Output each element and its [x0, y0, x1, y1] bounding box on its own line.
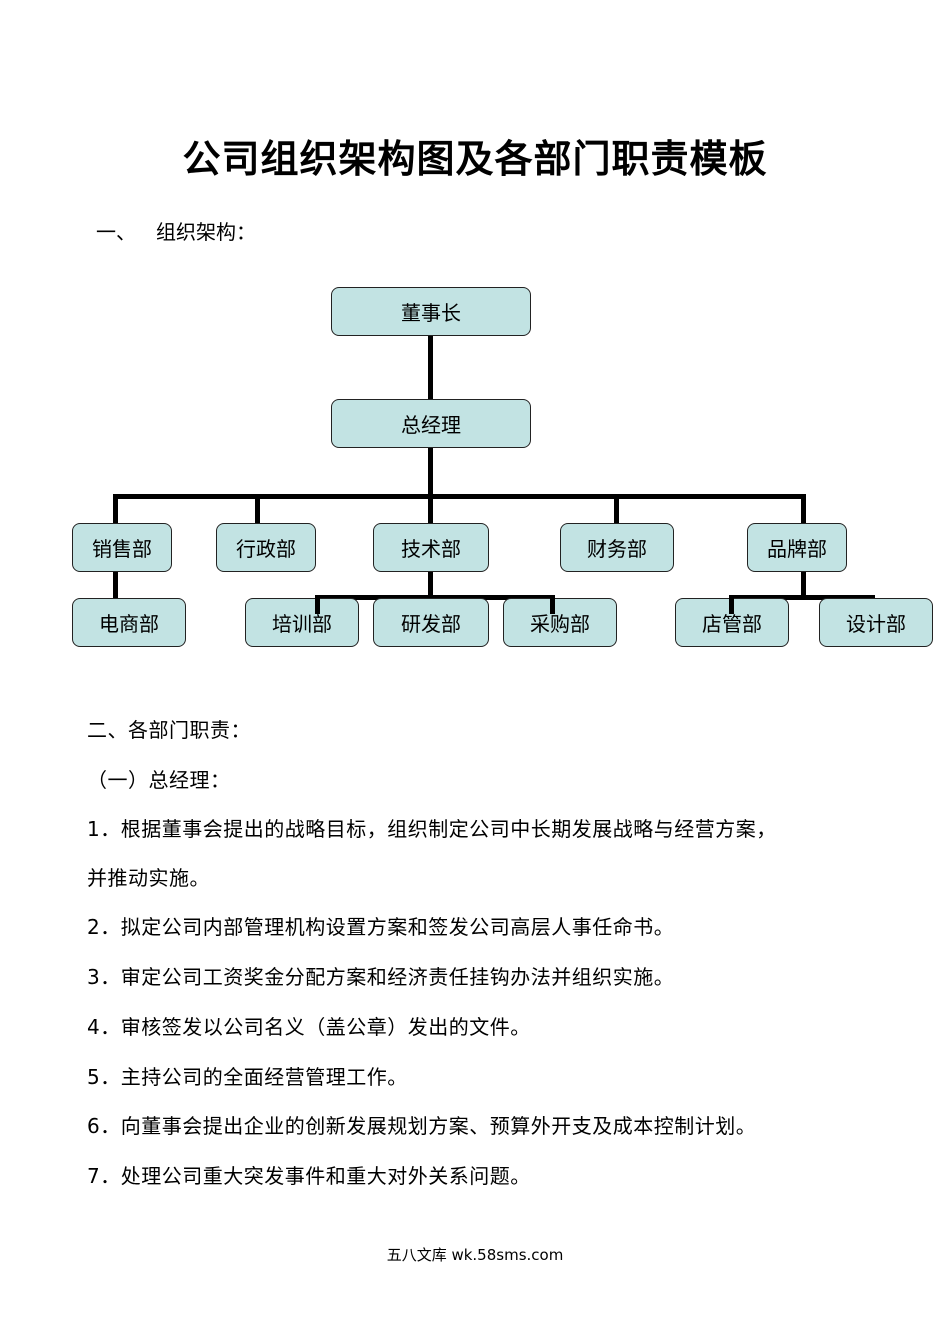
line-bus-tech	[428, 494, 433, 524]
box-sales-label: 销售部	[92, 537, 152, 561]
line-bus-finance	[614, 494, 619, 524]
line-chairman-gm	[428, 335, 433, 399]
line-brand-sub-bus	[729, 595, 875, 600]
box-tech-label: 技术部	[401, 537, 461, 561]
section-2-heading: 二、各部门职责：	[87, 718, 251, 742]
line-gm-bus	[428, 447, 433, 497]
line-brand-sub-vertical	[801, 571, 806, 598]
box-rnd-label: 研发部	[401, 612, 461, 636]
line-tech-sub-left-over	[315, 598, 320, 614]
line-tech-sub-bus	[315, 595, 555, 600]
line-brand-sub-left-over	[729, 598, 734, 614]
section-1-label: 组织架构：	[156, 220, 256, 244]
duty-item-5: 5．主持公司的全面经营管理工作。	[87, 1065, 408, 1089]
page-title: 公司组织架构图及各部门职责模板	[182, 137, 768, 181]
box-design: 设计部	[819, 598, 933, 647]
duty-item-1: 1．根据董事会提出的战略目标，组织制定公司中长期发展战略与经营方案，	[87, 817, 777, 841]
box-ecommerce-label: 电商部	[99, 612, 159, 636]
section-1-number: 一、	[96, 220, 136, 244]
box-admin-label: 行政部	[236, 537, 296, 561]
box-brand: 品牌部	[747, 523, 847, 572]
box-gm: 总经理	[331, 399, 531, 448]
box-brand-label: 品牌部	[767, 537, 827, 561]
box-purchasing-label: 采购部	[530, 612, 590, 636]
duty-item-7: 7．处理公司重大突发事件和重大对外关系问题。	[87, 1164, 531, 1188]
box-chairman-label: 董事长	[401, 301, 461, 325]
box-finance-label: 财务部	[587, 537, 647, 561]
duty-item-4: 4．审核签发以公司名义（盖公章）发出的文件。	[87, 1015, 531, 1039]
box-training-label: 培训部	[272, 612, 332, 636]
subsection-gm-heading: （一）总经理：	[87, 768, 231, 792]
line-bus-sales	[113, 494, 118, 524]
box-rnd: 研发部	[373, 598, 489, 647]
line-sales-ecommerce	[113, 571, 118, 599]
line-tech-sub-right-over	[550, 598, 555, 614]
box-sales: 销售部	[72, 523, 172, 572]
box-ecommerce: 电商部	[72, 598, 186, 647]
box-chairman: 董事长	[331, 287, 531, 336]
line-bus	[113, 494, 806, 499]
duty-item-3: 3．审定公司工资奖金分配方案和经济责任挂钩办法并组织实施。	[87, 965, 675, 989]
box-store-label: 店管部	[702, 612, 762, 636]
box-purchasing: 采购部	[503, 598, 617, 647]
box-gm-label: 总经理	[401, 413, 461, 437]
footer-watermark[interactable]: 五八文库 wk.58sms.com	[386, 1246, 564, 1264]
box-finance: 财务部	[560, 523, 674, 572]
box-admin: 行政部	[216, 523, 316, 572]
box-tech: 技术部	[373, 523, 489, 572]
box-training: 培训部	[245, 598, 359, 647]
line-bus-brand	[801, 494, 806, 524]
duty-item-1-cont: 并推动实施。	[87, 866, 210, 890]
box-design-label: 设计部	[846, 612, 906, 636]
line-tech-sub-vertical	[428, 571, 433, 598]
duty-item-2: 2．拟定公司内部管理机构设置方案和签发公司高层人事任命书。	[87, 915, 675, 939]
line-bus-admin	[255, 494, 260, 524]
duty-item-6: 6．向董事会提出企业的创新发展规划方案、预算外开支及成本控制计划。	[87, 1114, 757, 1138]
